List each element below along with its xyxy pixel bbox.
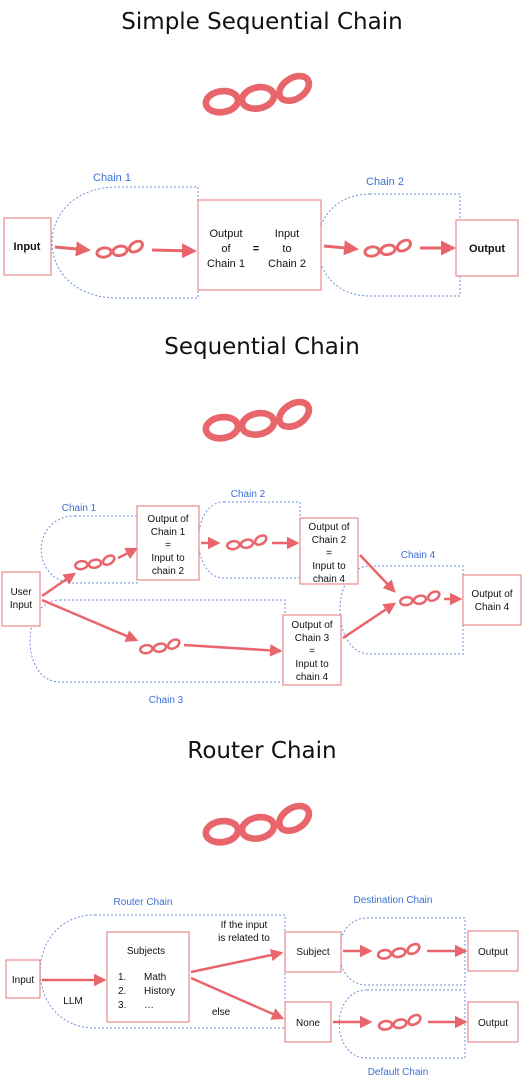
chain-link-icon bbox=[398, 588, 443, 608]
seq-box1 bbox=[136, 505, 200, 581]
seq-box1-line: chain 2 bbox=[152, 566, 185, 577]
seq-chain3-label: Chain 3 bbox=[149, 695, 184, 706]
input-box bbox=[3, 217, 52, 276]
chain-link-icon bbox=[204, 801, 313, 844]
seq-box1-line: Chain 1 bbox=[151, 527, 186, 538]
router-chain-label: Router Chain bbox=[114, 897, 173, 908]
chain-link-icon bbox=[225, 532, 270, 552]
chain-link-icon bbox=[73, 552, 118, 572]
router-input-box bbox=[5, 959, 41, 999]
default-region bbox=[338, 989, 466, 1059]
seq-box2-line: Chain 2 bbox=[312, 535, 347, 546]
mid-left-line3: Chain 1 bbox=[207, 258, 245, 270]
mid-left-line2: of bbox=[221, 243, 231, 255]
output-top-box bbox=[467, 930, 519, 972]
seq-chain4-region bbox=[339, 565, 464, 655]
router-title: Router Chain bbox=[187, 738, 336, 764]
seq-box2-line: = bbox=[326, 548, 332, 559]
seq-box1-line: = bbox=[165, 540, 171, 551]
else-label: else bbox=[212, 1007, 231, 1018]
chain-link-icon bbox=[376, 940, 423, 961]
user-input-line1: User bbox=[10, 587, 32, 598]
sequential-title: Sequential Chain bbox=[164, 334, 360, 360]
subject-box bbox=[284, 931, 342, 973]
seq-chain4-label: Chain 4 bbox=[401, 550, 436, 561]
seq-box4-line: Chain 4 bbox=[475, 602, 510, 613]
seq-chain3-region bbox=[29, 599, 286, 683]
seq-box3-line: Input to bbox=[295, 659, 329, 670]
chain-link-icon bbox=[138, 636, 183, 656]
seq-box3-line: Output of bbox=[291, 620, 332, 631]
chain1-region bbox=[51, 186, 199, 299]
default-chain-label: Default Chain bbox=[368, 1067, 429, 1078]
chain-link-icon bbox=[204, 397, 313, 440]
output-top-text: Output bbox=[478, 947, 508, 958]
seq-box3-line: = bbox=[309, 646, 315, 657]
chain2-label: Chain 2 bbox=[366, 176, 404, 188]
seq-box3 bbox=[282, 614, 342, 686]
seq-chain2-label: Chain 2 bbox=[231, 489, 266, 500]
destination-region bbox=[338, 917, 466, 986]
mid-left-line1: Output bbox=[209, 228, 242, 240]
router-region bbox=[39, 914, 286, 1029]
subjects-header: Subjects bbox=[127, 946, 165, 957]
seq-chain1-region bbox=[40, 515, 138, 584]
condition-line1: If the input bbox=[221, 920, 268, 931]
subject-num: 2. bbox=[118, 986, 126, 997]
seq-box4 bbox=[462, 574, 522, 626]
subjects-box bbox=[106, 931, 190, 1023]
simple-sequential-title: Simple Sequential Chain bbox=[121, 9, 402, 35]
chain-link-icon bbox=[377, 1011, 424, 1032]
subject-name: Math bbox=[144, 972, 166, 983]
equals-sign: = bbox=[253, 243, 259, 255]
output-bottom-box bbox=[467, 1001, 519, 1043]
subject-num: 1. bbox=[118, 972, 126, 983]
seq-box1-line: Input to bbox=[151, 553, 185, 564]
seq-box4-line: Output of bbox=[471, 589, 512, 600]
subject-name: … bbox=[144, 1000, 154, 1011]
output-text: Output bbox=[469, 243, 505, 255]
subject-num: 3. bbox=[118, 1000, 126, 1011]
chain1-label: Chain 1 bbox=[93, 172, 131, 184]
mid-right-line3: Chain 2 bbox=[268, 258, 306, 270]
subject-name: History bbox=[144, 986, 175, 997]
llm-label: LLM bbox=[63, 996, 82, 1007]
mid-right-line1: Input bbox=[275, 228, 299, 240]
output-bottom-text: Output bbox=[478, 1018, 508, 1029]
user-input-line2: Input bbox=[10, 600, 32, 611]
seq-box1-line: Output of bbox=[147, 514, 188, 525]
output-input-box bbox=[197, 199, 322, 291]
router-input-text: Input bbox=[12, 975, 34, 986]
seq-box2-line: Input to bbox=[312, 561, 346, 572]
chain-link-icon bbox=[94, 237, 146, 260]
user-input-box bbox=[1, 571, 41, 627]
subject-text: Subject bbox=[296, 947, 330, 958]
none-text: None bbox=[296, 1018, 320, 1029]
output-box bbox=[455, 219, 519, 277]
seq-box2 bbox=[299, 517, 359, 585]
seq-chain1-label: Chain 1 bbox=[62, 503, 97, 514]
seq-box2-line: chain 4 bbox=[313, 574, 346, 585]
seq-box3-line: Chain 3 bbox=[295, 633, 330, 644]
condition-line2: is related to bbox=[218, 933, 270, 944]
none-box bbox=[284, 1001, 332, 1043]
seq-box3-line: chain 4 bbox=[296, 672, 329, 683]
chain-link-icon bbox=[204, 71, 313, 114]
mid-right-line2: to bbox=[282, 243, 291, 255]
seq-box2-line: Output of bbox=[308, 522, 349, 533]
seq-chain2-region bbox=[198, 501, 301, 579]
chain-link-icon bbox=[362, 236, 414, 259]
input-text: Input bbox=[14, 241, 41, 253]
destination-chain-label: Destination Chain bbox=[354, 895, 433, 906]
